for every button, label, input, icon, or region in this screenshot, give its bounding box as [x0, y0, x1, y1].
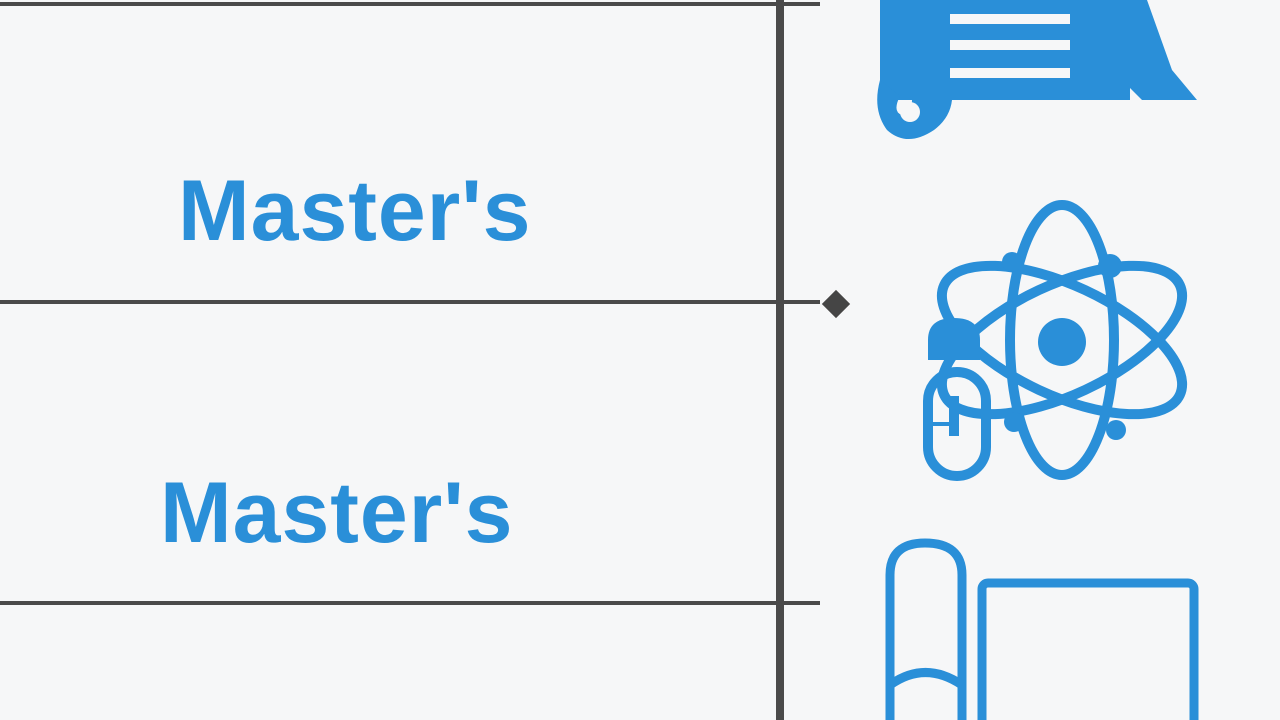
row-divider-top	[0, 2, 820, 6]
scroll-document-icon	[872, 0, 1202, 145]
row-divider-middle	[0, 300, 820, 304]
atom-science-icon	[918, 200, 1198, 490]
row-label-first: Master's	[178, 163, 532, 259]
timeline-axis	[776, 0, 784, 720]
timeline-marker	[821, 289, 851, 319]
open-book-icon	[880, 535, 1200, 720]
row-label-second: Master's	[160, 465, 514, 561]
row-divider-bottom	[0, 601, 820, 605]
